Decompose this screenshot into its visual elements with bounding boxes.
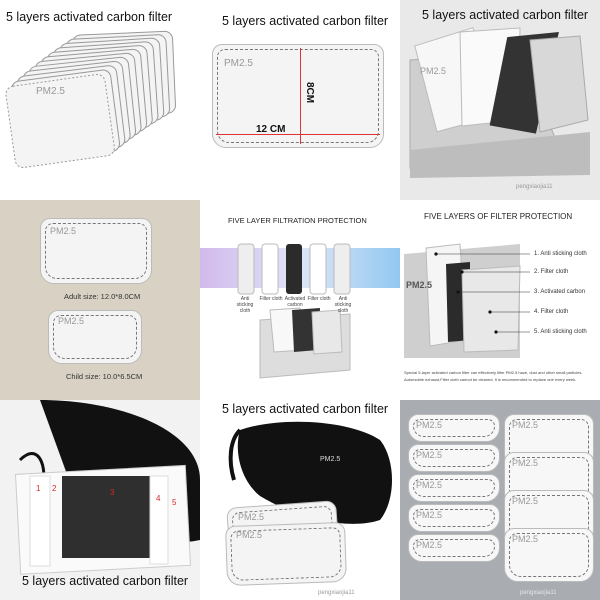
pm-label: PM2.5 xyxy=(238,512,265,522)
layer-label: Activated carbon xyxy=(284,296,306,308)
child-size-label: Child size: 10.0*6.5CM xyxy=(66,372,143,381)
tile-stacked-filters: 5 layers activated carbon filter PM2.5 xyxy=(0,0,200,200)
tile-caption: 5 layers activated carbon filter xyxy=(222,402,389,416)
pm-label: PM2.5 xyxy=(420,66,447,76)
tile-caption: 5 layers activated carbon filter xyxy=(6,10,173,24)
note-line: Automobile exhaust,Filter cloth cannot b… xyxy=(404,377,577,382)
layer-label: 4. Filter cloth xyxy=(534,309,569,315)
airflow-illustration xyxy=(200,243,400,379)
height-arrow xyxy=(300,48,301,144)
height-label: 8CM xyxy=(304,82,315,104)
filter-pad xyxy=(212,44,384,148)
layer-label: Filter cloth xyxy=(259,296,283,302)
tile-caption: 5 layers activated carbon filter xyxy=(422,8,589,22)
pm-label: PM2.5 xyxy=(58,316,85,326)
layer-breakdown-illustration xyxy=(404,243,530,358)
filter-pack xyxy=(504,528,594,582)
layer-label: Anti sticking cloth xyxy=(334,296,352,314)
tile-caption: 5 layers activated carbon filter xyxy=(22,574,189,588)
layer-label: 5. Anti sticking cloth xyxy=(534,329,587,335)
tile-caption: 5 layers activated carbon filter xyxy=(222,14,389,28)
exploded-layers-illustration xyxy=(409,27,590,178)
mask-insert-illustration xyxy=(14,400,200,575)
pm-label: PM2.5 xyxy=(416,480,443,490)
layer-marker: 2 xyxy=(52,484,57,493)
layer-marker: 3 xyxy=(110,488,115,497)
pm-label: PM2.5 xyxy=(224,58,253,69)
adult-size-label: Adult size: 12.0*8.0CM xyxy=(64,292,141,301)
filter-stack-illustration xyxy=(5,30,176,169)
tile-size-comparison: PM2.5 Adult size: 12.0*8.0CM PM2.5 Child… xyxy=(0,200,200,400)
tile-layer-breakdown: FIVE LAYERS OF FILTER PROTECTION PM2.5 1… xyxy=(400,200,600,400)
pm-label: PM2.5 xyxy=(416,510,443,520)
layer-label: Anti sticking cloth xyxy=(236,296,254,314)
watermark: pengxiaojia11 xyxy=(516,184,553,190)
filter-pack xyxy=(408,444,500,472)
pm-label: PM2.5 xyxy=(416,540,443,550)
tile-numbered-layers: 1 2 3 4 5 5 layers activated carbon filt… xyxy=(0,400,200,600)
pm-label: PM2.5 xyxy=(512,420,539,430)
child-filter xyxy=(48,310,142,364)
diagram-title: FIVE LAYERS OF FILTER PROTECTION xyxy=(424,212,573,221)
layer-label: 3. Activated carbon xyxy=(534,289,586,295)
watermark: pengxiaojia11 xyxy=(520,590,557,596)
black-mask-illustration xyxy=(228,421,392,524)
tile-mask-with-filters: 5 layers activated carbon filter PM2.5 P… xyxy=(200,400,400,600)
pm-label: PM2.5 xyxy=(512,496,539,506)
pm-label: PM2.5 xyxy=(512,458,539,468)
layer-label: Filter cloth xyxy=(307,296,331,302)
layer-label: 2. Filter cloth xyxy=(534,269,569,275)
note-line: Special 5-layer activated carbon filter … xyxy=(404,370,583,375)
layer-marker: 1 xyxy=(36,484,41,493)
pm-label: PM2.5 xyxy=(36,86,65,97)
filter-pack xyxy=(408,414,500,442)
filter-pack xyxy=(408,474,500,502)
pm-label: PM2.5 xyxy=(416,450,443,460)
width-label: 12 CM xyxy=(256,124,286,135)
width-arrow xyxy=(216,134,380,135)
diagram-title: FIVE LAYER FILTRATION PROTECTION xyxy=(228,216,367,225)
watermark: pengxiaojia11 xyxy=(318,590,355,596)
filter-sheet xyxy=(5,73,115,169)
pm-label: PM2.5 xyxy=(512,534,539,544)
mask-label: PM2.5 xyxy=(320,456,341,463)
pm-label: PM2.5 xyxy=(236,530,263,540)
tile-filtration-diagram: FIVE LAYER FILTRATION PROTECTION Anti st… xyxy=(200,200,400,400)
layer-marker: 5 xyxy=(172,498,177,507)
pm-label: PM2.5 xyxy=(406,280,433,290)
tile-exploded-layers: 5 layers activated carbon filter PM2.5 p… xyxy=(400,0,600,200)
adult-filter xyxy=(40,218,152,284)
tile-filter-dimensions: 5 layers activated carbon filter PM2.5 8… xyxy=(200,0,400,200)
filter-pack xyxy=(408,504,500,532)
layer-marker: 4 xyxy=(156,494,161,503)
pm-label: PM2.5 xyxy=(416,420,443,430)
layer-label: 1. Anti sticking cloth xyxy=(534,251,587,257)
filter-pack xyxy=(408,534,500,562)
pm-label: PM2.5 xyxy=(50,226,77,236)
